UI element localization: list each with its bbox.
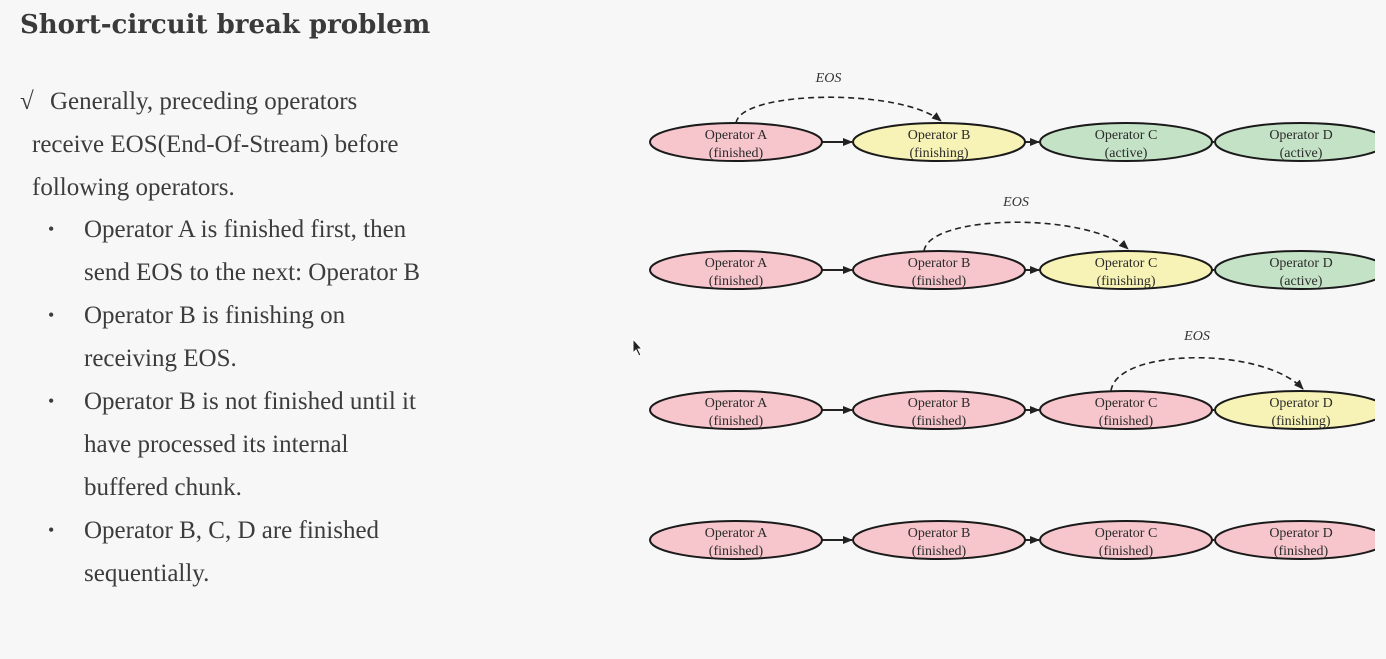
bullet-line: Operator B is finishing on [84,302,346,329]
operator-status: (finished) [912,414,967,429]
bullet-line: receiving EOS. [84,345,237,372]
operator-status: (finished) [709,414,764,429]
operator-node [1039,520,1213,560]
operator-name: Operator A [705,396,768,411]
operator-name: Operator B [908,128,971,143]
operator-status: (finished) [912,274,967,289]
operator-node [852,122,1026,162]
operator-name: Operator D [1269,526,1332,541]
intro-line-3: following operators. [32,174,235,201]
eos-label: EOS [815,71,842,86]
bullet-line: buffered chunk. [84,474,242,501]
bullet-line: have processed its internal [84,431,349,458]
operator-node [852,390,1026,430]
bullet-line: sequentially. [84,560,210,587]
operator-status: (finishing) [1096,274,1155,289]
operator-name: Operator B [908,526,971,541]
eos-arrow [1110,356,1304,392]
operator-status: (active) [1105,146,1148,161]
operator-name: Operator A [705,256,768,271]
operator-status: (finished) [1274,544,1329,559]
bullet-line: Operator A is finished first, then [84,216,407,243]
operator-node [649,520,823,560]
intro-line-1-text: Generally, preceding operators [50,88,358,115]
eos-arrow [735,96,942,124]
operator-node [1039,390,1213,430]
bullet-list: • Operator A is finished first, then sen… [48,208,568,595]
operator-status: (finished) [709,274,764,289]
operator-node [649,250,823,290]
bullet-line: Operator B is not finished until it [84,388,416,415]
operator-name: Operator D [1269,396,1332,411]
bullet-icon: • [48,219,55,239]
bullet-icon: • [48,520,55,540]
operator-node [852,520,1026,560]
mouse-cursor-icon [632,338,644,357]
operator-status: (finishing) [909,146,968,161]
slide-title: Short-circuit break problem [20,10,431,40]
operator-node [1214,122,1375,162]
operator-name: Operator A [705,128,768,143]
bullet-item: • Operator B is not finished until it ha… [48,380,568,509]
operator-node [852,250,1026,290]
operator-name: Operator C [1095,256,1158,271]
operator-status: (finished) [1099,414,1154,429]
intro-line-1: √ Generally, preceding operators [20,80,580,123]
bullet-line: Operator B, C, D are finished [84,517,380,544]
bullet-item: • Operator A is finished first, then sen… [48,208,568,294]
operator-pipeline-diagram: Operator A (finished) Operator B (finishing… [649,71,1375,560]
operator-name: Operator B [908,256,971,271]
operator-status: (finished) [709,544,764,559]
eos-arrow [923,221,1129,252]
operator-name: Operator C [1095,396,1158,411]
pipeline-row: Operator A (finished) Operator B (finished)… [649,520,1375,560]
eos-label: EOS [1002,195,1029,210]
intro-line-2: receive EOS(End-Of-Stream) before [32,131,399,158]
intro-paragraph: √ Generally, preceding operators receive … [20,80,580,209]
operator-status: (finished) [912,544,967,559]
check-icon: √ [20,88,34,115]
operator-status: (active) [1280,274,1323,289]
pipeline-row: Operator A (finished) Operator B (finished)… [649,195,1375,290]
pipeline-row: Operator A (finished) Operator B (finished)… [649,329,1375,430]
operator-name: Operator A [705,526,768,541]
operator-name: Operator C [1095,128,1158,143]
operator-name: Operator D [1269,256,1332,271]
operator-node [1214,250,1375,290]
operator-name: Operator C [1095,526,1158,541]
bullet-item: • Operator B is finishing on receiving E… [48,294,568,380]
operator-node [1214,520,1375,560]
bullet-item: • Operator B, C, D are finished sequenti… [48,509,568,595]
operator-name: Operator B [908,396,971,411]
operator-node [1039,122,1213,162]
operator-status: (active) [1280,146,1323,161]
operator-status: (finished) [1099,544,1154,559]
bullet-icon: • [48,305,55,325]
bullet-line: send EOS to the next: Operator B [84,259,421,286]
operator-node [1214,390,1375,430]
operator-status: (finished) [709,146,764,161]
operator-node [1039,250,1213,290]
operator-status: (finishing) [1271,414,1330,429]
eos-label: EOS [1183,329,1210,344]
bullet-icon: • [48,391,55,411]
operator-node [649,390,823,430]
operator-name: Operator D [1269,128,1332,143]
pipeline-row: Operator A (finished) Operator B (finishing… [649,71,1375,162]
